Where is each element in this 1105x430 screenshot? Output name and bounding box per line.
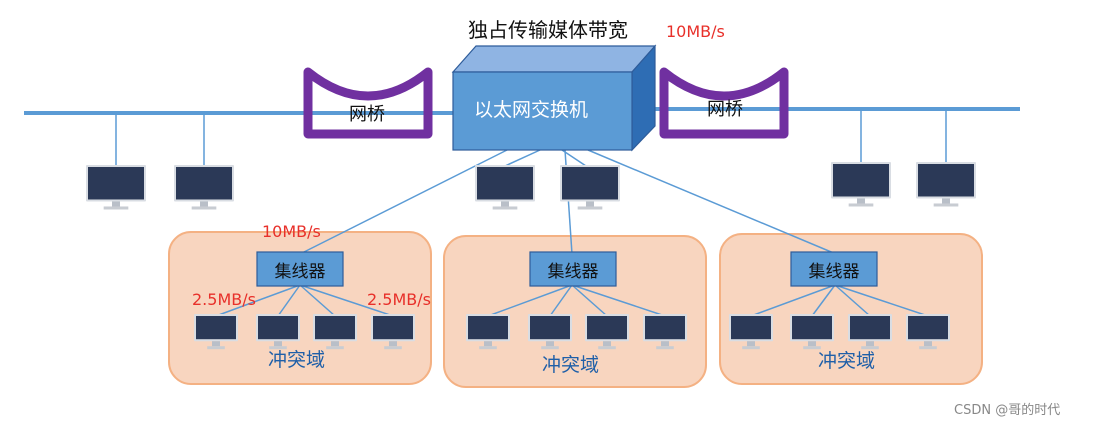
computer-domain-1-1-icon (194, 314, 238, 350)
hub-2-link-3 (571, 284, 608, 317)
bridge-right-shape (659, 67, 789, 139)
diagram-title: 独占传输媒体带宽 (468, 18, 628, 42)
collision-domain-3-box (719, 233, 983, 385)
computer-domain-3-4-icon (906, 314, 950, 350)
switch-link-1 (504, 149, 541, 167)
watermark: CSDN @哥的时代 (954, 403, 1061, 418)
computer-domain-2-1-icon (466, 314, 510, 350)
hub-2-label: 集线器 (547, 261, 599, 282)
switch-box-front (452, 71, 633, 151)
computer-domain-1-4-icon (371, 314, 415, 350)
collision-domain-3-label: 冲突域 (818, 350, 876, 372)
hub-1-link-1 (215, 284, 301, 317)
computer-domain-2-4-icon (643, 314, 687, 350)
computer-switch-2-icon (560, 165, 620, 210)
port-speed-left-label: 2.5MB/s (192, 290, 256, 309)
bridge-right-label: 网桥 (707, 99, 743, 120)
hub-1-label: 集线器 (274, 261, 326, 282)
hub-1-box (256, 251, 344, 287)
switch-link-3 (299, 149, 508, 255)
switch-link-5 (587, 149, 837, 255)
bridge-left-shape (303, 67, 433, 139)
hub-3-link-1 (750, 284, 836, 317)
computer-bus-left-2-icon (174, 165, 234, 210)
computer-bus-right-1-icon (831, 162, 891, 207)
hub-3-link-3 (834, 284, 871, 317)
bridge-left-label: 网桥 (349, 104, 385, 125)
computer-domain-2-2-icon (528, 314, 572, 350)
hub-3-box (790, 251, 878, 287)
hub-2-link-1 (487, 284, 573, 317)
computer-domain-3-3-icon (848, 314, 892, 350)
hub-1-link-2 (277, 284, 301, 317)
computer-bus-right-2-icon (916, 162, 976, 207)
hub-3-label: 集线器 (808, 261, 860, 282)
collision-domain-1-box (168, 231, 432, 385)
computer-domain-3-2-icon (790, 314, 834, 350)
hub-3-link-2 (811, 284, 836, 317)
switch-label: 以太网交换机 (474, 99, 589, 121)
computer-domain-1-2-icon (256, 314, 300, 350)
computer-domain-2-3-icon (585, 314, 629, 350)
switch-link-2 (561, 149, 587, 167)
computer-switch-1-icon (475, 165, 535, 210)
collision-domain-2-label: 冲突域 (542, 354, 600, 376)
hub-1-link-3 (299, 284, 336, 317)
hub-2-link-4 (571, 284, 666, 317)
computer-domain-3-1-icon (729, 314, 773, 350)
port-speed-right-label: 2.5MB/s (367, 290, 431, 309)
collision-domain-1-label: 冲突域 (268, 349, 326, 371)
hub-1-link-4 (299, 284, 394, 317)
hub-uplink-speed-label: 10MB/s (262, 222, 321, 241)
collision-domain-2-box (443, 235, 707, 388)
computer-domain-1-3-icon (313, 314, 357, 350)
hub-2-link-2 (549, 284, 573, 317)
computer-bus-left-1-icon (86, 165, 146, 210)
hub-2-box (529, 251, 617, 287)
switch-box-top (451, 45, 657, 73)
hub-3-link-4 (834, 284, 929, 317)
switch-speed-label: 10MB/s (666, 22, 725, 41)
